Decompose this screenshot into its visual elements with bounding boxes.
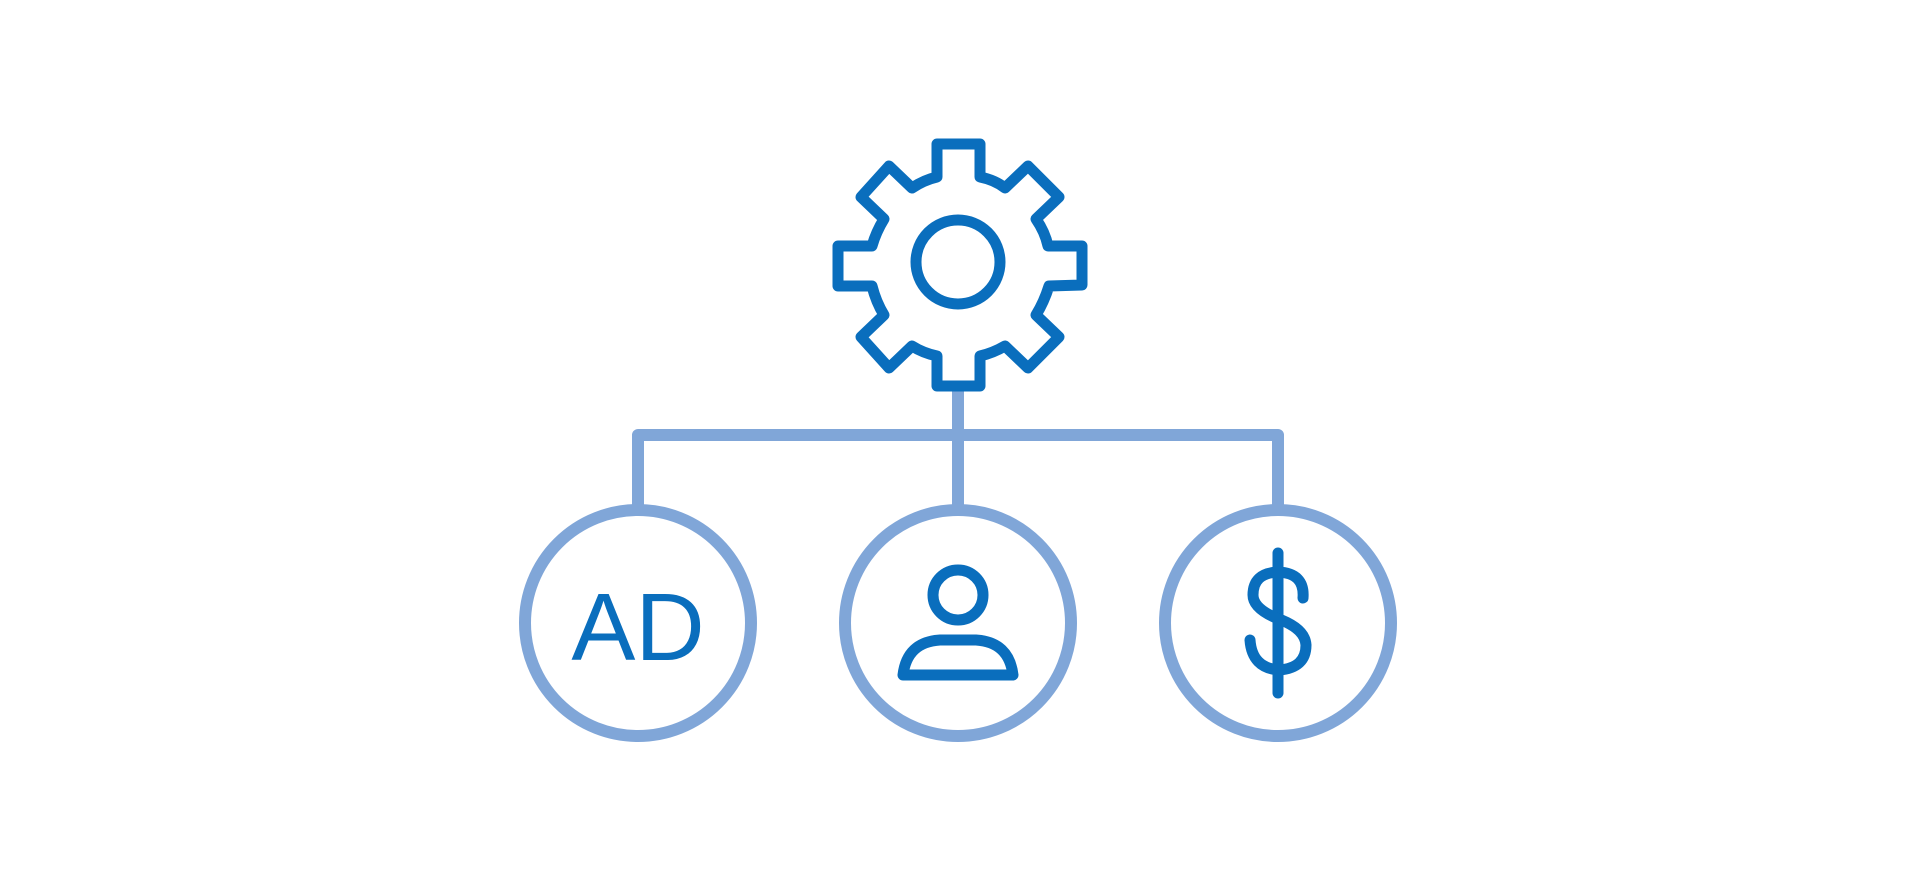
gear-hole bbox=[910, 214, 1006, 310]
user-head bbox=[927, 564, 989, 626]
gear-icon bbox=[832, 138, 1088, 392]
user-body bbox=[897, 634, 1019, 681]
node-dollar bbox=[1159, 504, 1397, 742]
node-user bbox=[839, 504, 1077, 742]
root-node bbox=[832, 138, 1088, 392]
branch-connector bbox=[632, 429, 1284, 505]
dollar-icon bbox=[1244, 547, 1312, 699]
connector-lines bbox=[632, 386, 1284, 505]
node-circle bbox=[519, 504, 757, 742]
node-ad: AD bbox=[519, 504, 757, 742]
user-icon bbox=[897, 564, 1019, 681]
dollar-s bbox=[1244, 566, 1312, 676]
ad-text-icon: AD bbox=[571, 574, 704, 681]
